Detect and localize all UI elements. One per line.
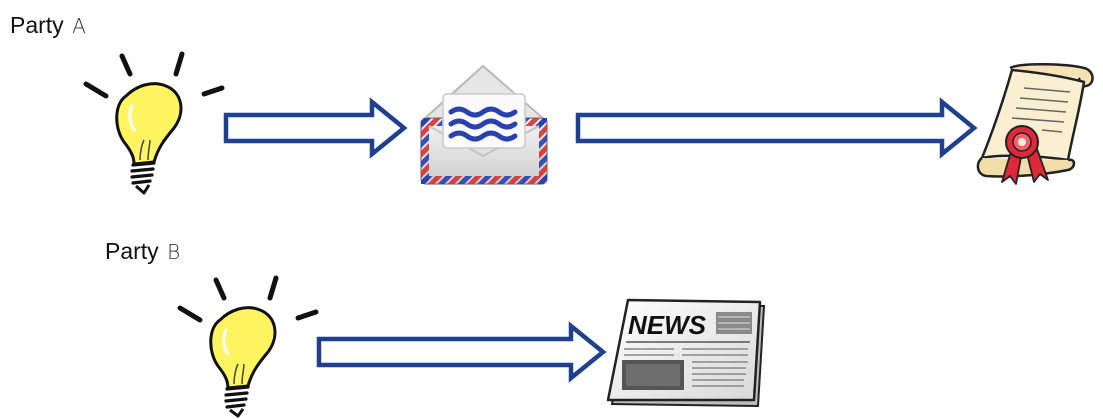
party-b-label-letter: B: [167, 240, 181, 264]
party-a-label: Party A: [10, 14, 86, 37]
party-b-label-word: Party: [105, 238, 159, 264]
party-b-label: Party B: [105, 240, 180, 263]
newspaper-masthead: NEWS: [628, 310, 707, 340]
party-a-arrow-2: [575, 97, 978, 159]
newspaper-icon: NEWS: [606, 298, 766, 408]
party-b-arrow: [316, 321, 607, 383]
party-a-lightbulb-icon: [83, 51, 225, 195]
party-a-label-letter: A: [72, 14, 86, 38]
party-a-label-word: Party: [10, 12, 64, 38]
party-a-arrow-1: [223, 97, 408, 159]
party-b-lightbulb-icon: [177, 275, 319, 418]
certificate-scroll-icon: [976, 62, 1094, 185]
envelope-icon: [420, 64, 548, 185]
